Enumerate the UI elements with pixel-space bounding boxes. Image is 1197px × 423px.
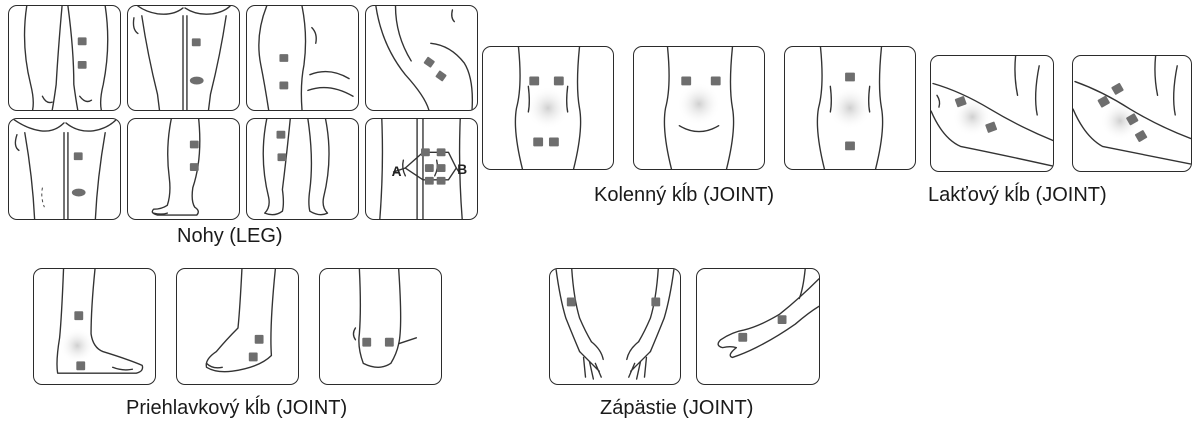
electrode-pad — [554, 77, 564, 86]
electrode-pad — [278, 153, 287, 161]
knee-panel-1 — [482, 46, 614, 170]
caption-elbow: Lakťový kĺb (JOINT) — [928, 184, 1107, 207]
electrode-pad — [711, 77, 721, 86]
electrode-pad — [78, 61, 87, 69]
caption-ankle: Priehlavkový kĺb (JOINT) — [126, 397, 347, 420]
electrode-pad — [279, 54, 288, 62]
ankle-panel-2 — [176, 268, 299, 385]
leg-shin-front-panel — [246, 118, 359, 220]
electrode-pad — [437, 148, 446, 156]
leg-calf-side-panel — [127, 118, 240, 220]
electrode-pad — [192, 38, 201, 46]
electrode-pad — [190, 77, 204, 85]
electrode-pad — [845, 73, 855, 82]
electrode-pad — [72, 189, 86, 197]
electrode-pad — [778, 315, 787, 324]
elbow-panel-2 — [1072, 55, 1192, 172]
electrode-pad — [279, 82, 288, 90]
electrode-pad — [567, 298, 576, 307]
wrist-panel-1 — [549, 268, 681, 385]
leg-front-thigh-panel — [8, 5, 121, 111]
label-b: B — [457, 162, 467, 177]
leg-side-thigh-panel — [246, 5, 359, 111]
label-a: A — [392, 164, 402, 179]
electrode-pad — [845, 141, 855, 150]
caption-knee: Kolenný kĺb (JOINT) — [594, 184, 774, 207]
electrode-pad — [190, 141, 199, 149]
electrode-pad — [74, 311, 83, 320]
electrode-pad — [738, 333, 747, 342]
ankle-panel-3 — [319, 268, 442, 385]
electrode-pad — [437, 177, 446, 185]
electrode-pad — [651, 298, 660, 307]
electrode-pad — [249, 353, 258, 362]
electrode-pad — [529, 77, 539, 86]
electrode-pad — [76, 361, 85, 370]
electrode-pad — [549, 138, 559, 147]
electrode-pad — [681, 77, 691, 86]
electrode-pad — [423, 56, 435, 67]
electrode-pad — [362, 338, 371, 347]
electrode-pad — [421, 148, 430, 156]
knee-panel-2 — [633, 46, 765, 170]
elbow-panel-1 — [930, 55, 1054, 172]
electrode-pad — [435, 70, 447, 81]
wrist-panel-2 — [696, 268, 820, 385]
leg-knee-ab-panel: A B — [365, 118, 478, 220]
electrode-pad — [277, 131, 286, 139]
electrode-pad — [190, 163, 199, 171]
electrode-pad — [385, 338, 394, 347]
ankle-panel-1 — [33, 268, 156, 385]
electrode-pad — [1111, 83, 1124, 96]
electrode-pad — [78, 37, 87, 45]
leg-back-thigh-panel — [127, 5, 240, 111]
leg-back-knee-panel — [8, 118, 121, 220]
electrode-pad — [74, 152, 83, 160]
electrode-pad — [425, 164, 434, 172]
electrode-pad — [255, 335, 264, 344]
knee-panel-3 — [784, 46, 916, 170]
electrode-pad — [533, 138, 543, 147]
electrode-pad — [425, 177, 434, 185]
electrode-pad — [437, 164, 446, 172]
leg-hamstring-side-panel — [365, 5, 478, 111]
caption-wrist: Zápästie (JOINT) — [600, 397, 753, 420]
caption-leg: Nohy (LEG) — [177, 225, 283, 248]
